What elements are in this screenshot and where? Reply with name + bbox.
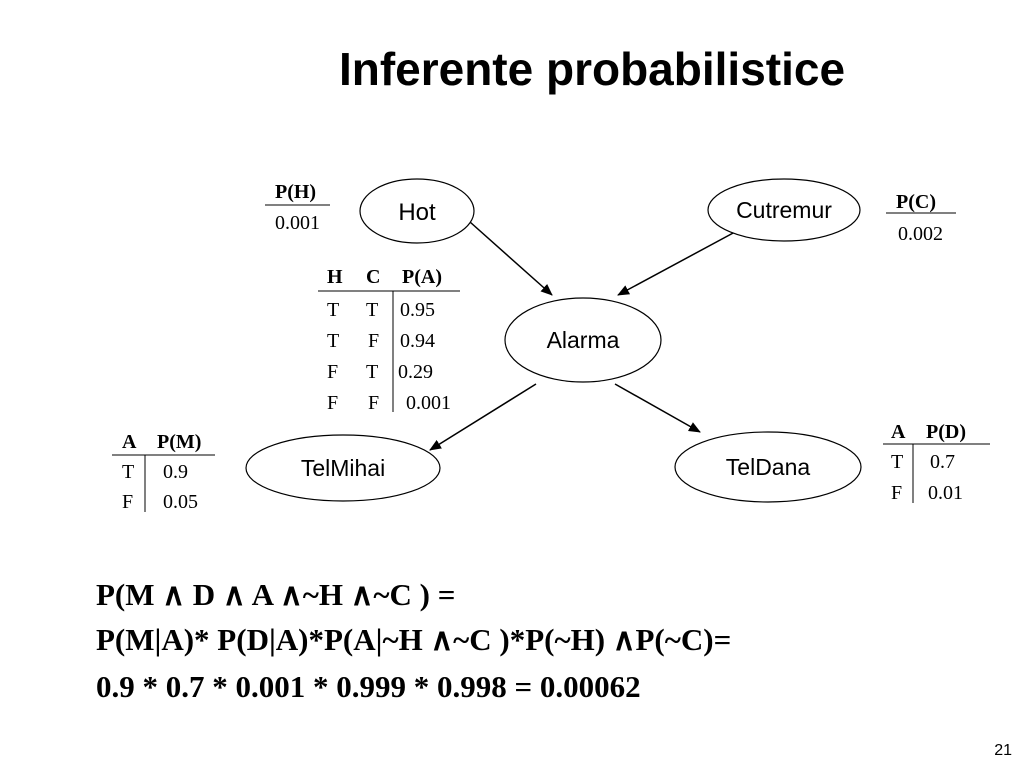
cpt-hot: P(H) 0.001: [265, 181, 330, 234]
cpt-telmihai-r1-p: 0.05: [163, 491, 198, 513]
cpt-alarma-r0-p: 0.95: [400, 299, 435, 321]
cpt-teldana-r1-p: 0.01: [928, 482, 963, 504]
node-hot: Hot: [359, 178, 475, 244]
edge-alarma-telmihai: [429, 383, 537, 451]
formula-line-1: P(M ∧ D ∧ A ∧~H ∧~C ) =: [96, 577, 456, 612]
cpt-hot-header: P(H): [275, 181, 316, 203]
cpt-alarma-r1-c: F: [368, 330, 379, 352]
formula-line-3: 0.9 * 0.7 * 0.001 * 0.999 * 0.998 = 0.00…: [96, 669, 641, 704]
cpt-cutremur-header: P(C): [896, 191, 936, 213]
node-alarma: Alarma: [504, 297, 662, 383]
cpt-teldana-r1-a: F: [891, 482, 902, 504]
cpt-teldana-r0-p: 0.7: [930, 451, 955, 473]
cpt-teldana-r0-a: T: [891, 451, 903, 473]
cpt-telmihai-r0-p: 0.9: [163, 461, 188, 483]
cpt-hot-value: 0.001: [275, 212, 320, 234]
cpt-alarma-r2-h: F: [327, 361, 338, 383]
cpt-teldana-header-a: A: [891, 421, 906, 443]
cpt-alarma-r0-h: T: [327, 299, 339, 321]
cpt-alarma: H C P(A) T T 0.95 T F 0.94 F T 0.29 F F …: [318, 266, 460, 414]
cpt-telmihai-header-pm: P(M): [157, 431, 201, 453]
cpt-telmihai-header-a: A: [122, 431, 137, 453]
cpt-teldana: A P(D) T 0.7 F 0.01: [883, 421, 990, 504]
cpt-cutremur: P(C) 0.002: [886, 191, 956, 245]
cpt-alarma-r3-h: F: [327, 392, 338, 414]
node-teldana: TelDana: [674, 431, 862, 503]
slide-number: 21: [994, 742, 1012, 759]
edge-cutremur-alarma: [617, 231, 736, 296]
cpt-alarma-r2-p: 0.29: [398, 361, 433, 383]
cpt-telmihai: A P(M) T 0.9 F 0.05: [112, 431, 215, 513]
formula-line-2: P(M|A)* P(D|A)*P(A|~H ∧~C )*P(~H) ∧P(~C)…: [96, 622, 732, 657]
cpt-alarma-header-pa: P(A): [402, 266, 442, 288]
cpt-alarma-r3-p: 0.001: [406, 392, 451, 414]
node-cutremur: Cutremur: [707, 178, 861, 242]
edge-hot-alarma: [469, 221, 553, 296]
cpt-cutremur-value: 0.002: [898, 223, 943, 245]
cpt-teldana-header-pd: P(D): [926, 421, 966, 443]
node-cutremur-label: Cutremur: [736, 197, 832, 223]
page-title: Inferente probabilistice: [338, 43, 846, 95]
cpt-telmihai-r1-a: F: [122, 491, 133, 513]
node-teldana-label: TelDana: [726, 454, 811, 480]
cpt-alarma-header-h: H: [327, 266, 343, 288]
edge-alarma-teldana: [614, 383, 701, 433]
node-telmihai: TelMihai: [245, 434, 441, 502]
cpt-alarma-header-c: C: [366, 266, 380, 288]
cpt-alarma-r1-p: 0.94: [400, 330, 435, 352]
cpt-alarma-r1-h: T: [327, 330, 339, 352]
node-alarma-label: Alarma: [547, 327, 620, 353]
cpt-alarma-r0-c: T: [366, 299, 378, 321]
node-hot-label: Hot: [398, 199, 436, 226]
cpt-alarma-r2-c: T: [366, 361, 378, 383]
cpt-telmihai-r0-a: T: [122, 461, 134, 483]
node-telmihai-label: TelMihai: [301, 455, 385, 481]
cpt-alarma-r3-c: F: [368, 392, 379, 414]
